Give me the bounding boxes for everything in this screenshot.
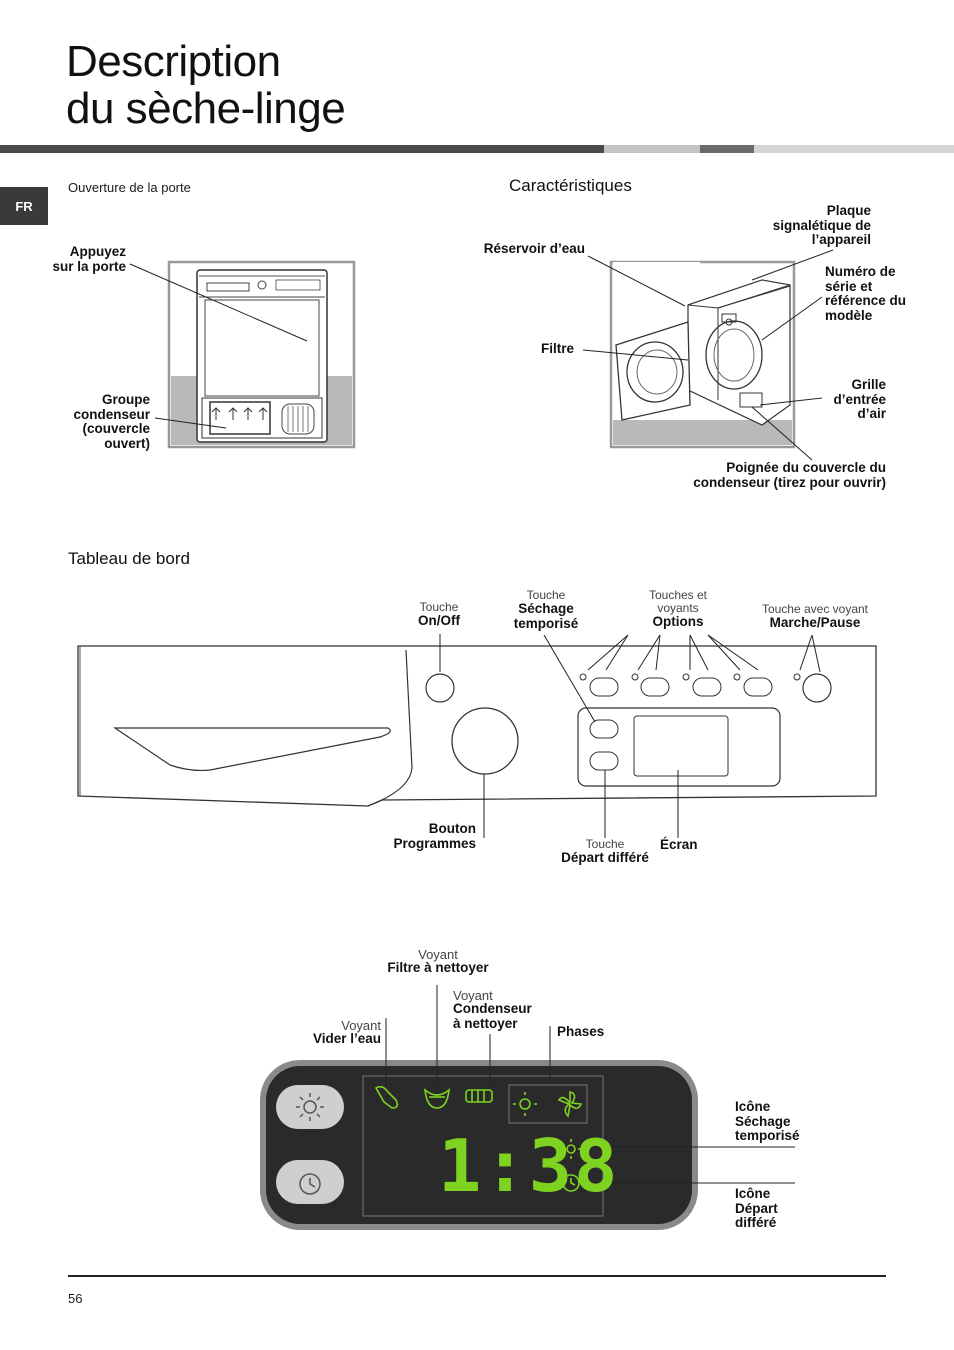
label-water-light: Voyant Vider l’eau [312,1018,381,1046]
label-delay-icon: Icône Départ différé [735,1186,778,1230]
display-illustration [260,985,795,1230]
page-title-line2: du sèche-linge [66,84,346,133]
dryer-front-illustration [129,260,356,449]
label-screen: Écran [660,837,698,852]
label-condenser-light: Voyant Condenseur à nettoyer [453,988,532,1031]
label-air-grille: Grille d’entrée d’air [833,377,886,421]
label-condenser-handle: Poignée du couvercle du condenseur (tire… [693,460,886,490]
door-heading: Ouverture de la porte [68,180,191,195]
footer-rule [68,1275,886,1277]
header-bar-dark [0,145,604,153]
lcd-time-readout: 1:38 [438,1124,620,1208]
label-timed-icon: Icône Séchage temporisé [735,1099,800,1143]
label-filter-light: Voyant Filtre à nettoyer [387,947,489,975]
header-bar-light-1 [604,145,700,153]
dryer-open-illustration [582,249,834,461]
label-delay-start: Touche Départ différé [561,837,649,865]
label-timed-drying: Touche Séchage temporisé [513,588,579,631]
header-bar-mid [700,145,754,153]
page-title-line1: Description [66,37,281,86]
label-condenser-group: Groupe condenseur (couvercle ouvert) [73,392,150,451]
label-press-door: Appuyez sur la porte [52,244,126,274]
label-options: Touches et voyants Options [648,588,708,629]
label-rating-plate: Plaque signalétique de l’appareil [772,203,871,247]
language-tab: FR [0,187,48,225]
page-title: Description du sèche-linge [66,37,346,133]
label-onoff: Touche On/Off [418,600,460,628]
label-serial-number: Numéro de série et référence du modèle [825,264,907,323]
label-programme-knob: Bouton Programmes [393,821,476,851]
header-bar-light-2 [754,145,954,153]
control-panel-heading: Tableau de bord [68,549,190,568]
label-phases: Phases [557,1024,605,1039]
control-panel-illustration [77,634,877,838]
label-start-pause: Touche avec voyant Marche/Pause [761,602,869,630]
label-reservoir: Réservoir d’eau [483,241,585,256]
label-filter: Filtre [540,341,574,356]
features-heading: Caractéristiques [509,176,632,195]
page-number: 56 [68,1291,83,1306]
